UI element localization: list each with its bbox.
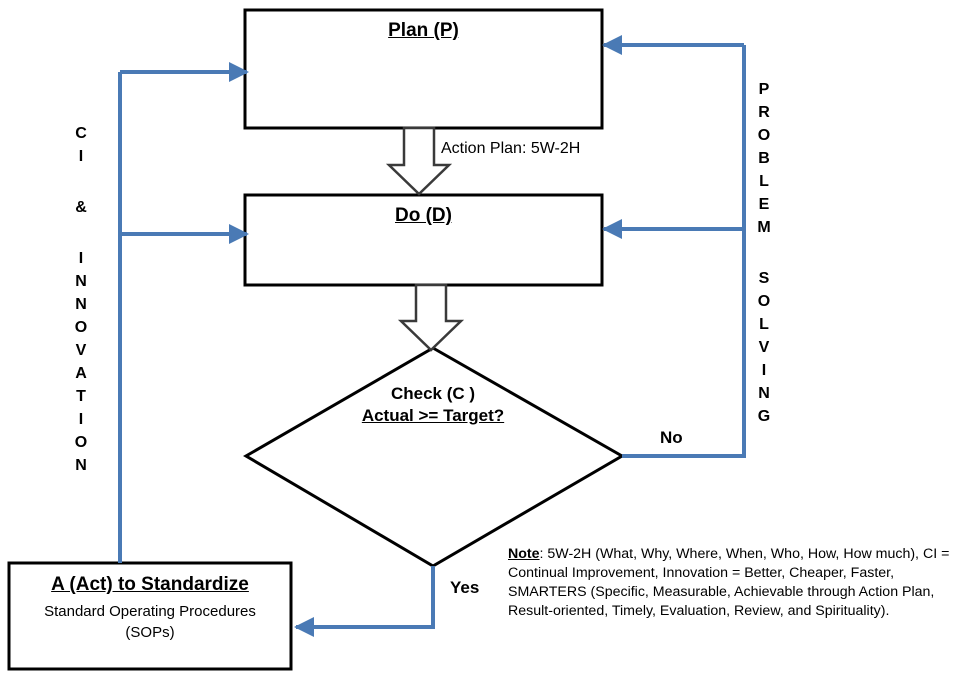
act-title: A (Act) to Standardize	[51, 574, 249, 595]
vchar: G	[757, 408, 771, 425]
vchar: N	[75, 296, 87, 313]
vchar: L	[759, 173, 769, 190]
plan-box	[243, 8, 604, 130]
vchar: O	[757, 127, 771, 144]
vchar: O	[757, 293, 771, 310]
do-box	[243, 193, 604, 287]
vchar	[749, 239, 779, 267]
do-to-check-arrow	[397, 283, 465, 352]
plan-to-do-arrow	[385, 126, 453, 196]
vchar: E	[758, 196, 770, 213]
vchar: L	[759, 316, 769, 333]
act-line-2: (SOPs)	[125, 624, 175, 641]
vchar: B	[758, 150, 770, 167]
vchar: M	[757, 219, 771, 236]
act-line-1: Standard Operating Procedures	[44, 603, 256, 620]
vchar: &	[75, 199, 87, 216]
vchar	[66, 168, 96, 196]
vchar	[66, 219, 96, 247]
ci-innovation-vertical: C I & I N N O V A T I O N	[66, 122, 96, 477]
vchar: R	[758, 104, 770, 121]
note-text: : 5W-2H (What, Why, Where, When, Who, Ho…	[508, 546, 950, 619]
check-diamond	[243, 346, 626, 568]
act-box	[7, 561, 293, 671]
vchar: A	[75, 365, 87, 382]
vchar: I	[761, 362, 767, 379]
do-title: Do (D)	[395, 205, 452, 226]
no-label: No	[660, 428, 683, 447]
vchar: O	[74, 319, 88, 336]
yes-line	[294, 566, 435, 637]
vchar: N	[75, 457, 87, 474]
vchar: N	[75, 273, 87, 290]
vchar: I	[78, 250, 84, 267]
check-question: Actual >= Target?	[361, 406, 505, 425]
vchar: V	[75, 342, 87, 359]
vchar: T	[76, 388, 86, 405]
vchar: N	[758, 385, 770, 402]
vchar: O	[74, 434, 88, 451]
check-label: Check (C )	[390, 384, 476, 403]
note-block: Note: 5W-2H (What, Why, Where, When, Who…	[508, 545, 958, 621]
vchar: S	[758, 270, 770, 287]
vchar: C	[75, 125, 87, 142]
note-label: Note	[508, 546, 540, 562]
vchar: I	[78, 148, 84, 165]
yes-label: Yes	[450, 578, 480, 597]
no-loop-line	[622, 45, 746, 458]
vchar: I	[78, 411, 84, 428]
action-plan-label: Action Plan: 5W-2H	[441, 140, 581, 157]
problem-solving-vertical: P R O B L E M S O L V I N G	[749, 78, 779, 428]
plan-title: Plan (P)	[388, 20, 459, 41]
vchar: V	[758, 339, 770, 356]
vchar: P	[758, 81, 770, 98]
